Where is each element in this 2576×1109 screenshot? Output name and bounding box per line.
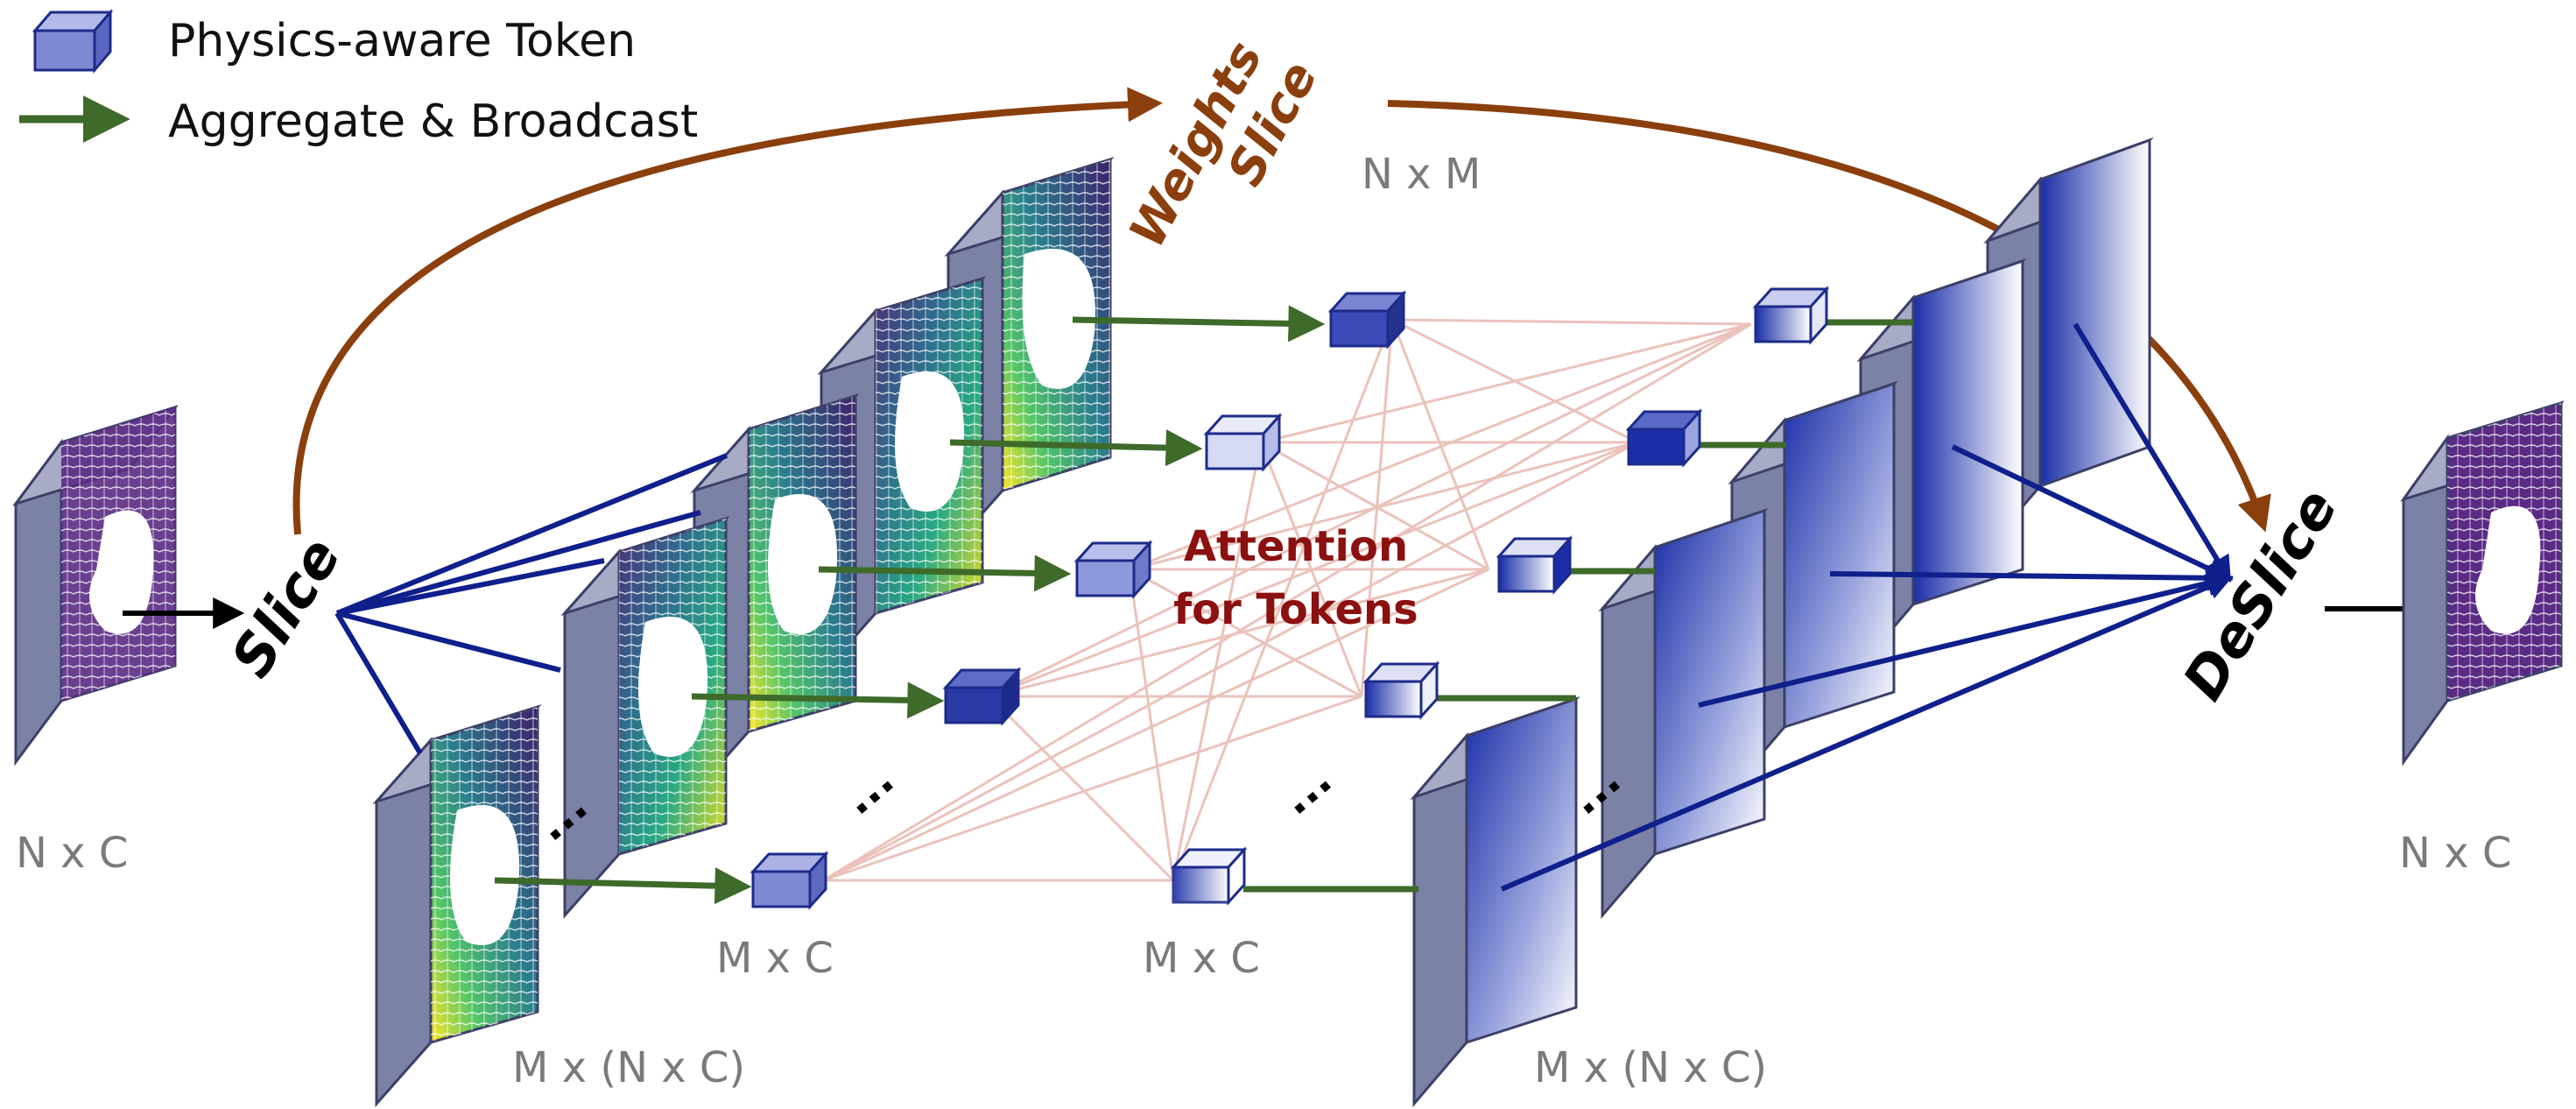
token-cube-icon [1203,413,1283,472]
sliced-slab [560,515,730,919]
slice-weights-label: Slice Weights [1119,32,1329,257]
token-cube-icon [1362,660,1440,720]
weights-dim-label: N x M [1362,150,1481,199]
input-tokens [750,290,1407,910]
attention-label-line1: Attention [1184,522,1408,571]
attention-label-line2: for Tokens [1173,585,1418,634]
output-tokens-ellipsis: ··· [1277,762,1348,833]
legend-arrow-label: Aggregate & Broadcast [168,95,698,148]
sliced-slab [372,703,542,1107]
deslice-field-stack [1410,137,2154,1108]
legend-token-label: Physics-aware Token [168,15,636,67]
input-tokens-ellipsis: ··· [840,762,911,833]
sliced-field-stack [372,156,1115,1107]
legend: Physics-aware Token Aggregate & Broadcas… [19,8,698,148]
token-cube-icon [750,851,829,910]
output-tokens-dim-label: M x C [1143,934,1260,983]
token-cube-icon [1327,290,1407,350]
attention-lines [822,318,1752,882]
token-cube-icon [1496,535,1573,595]
token-cube-icon [1752,286,1830,345]
token-cube-icon [1170,846,1248,906]
input-tokens-dim-label: M x C [716,934,834,983]
sliced-stack-dim-label: M x (N x C) [512,1043,745,1092]
broadcast-lines [1243,319,1913,893]
deslice-stack-dim-label: M x (N x C) [1534,1043,1767,1092]
slice-fanout-lines [334,453,728,755]
token-cube-icon [1073,540,1153,599]
output-dim-label: N x C [2399,829,2511,878]
output-field-slab [2400,400,2565,766]
input-dim-label: N x C [16,829,128,878]
aggregate-arrows [494,305,1326,905]
deslice-converge-lines [1500,322,2234,892]
token-cube-icon [1625,408,1703,468]
token-cube-icon [32,8,114,74]
deslice-slab [1598,507,1769,920]
slice-label: Slice [219,527,354,689]
output-tokens [1170,286,1830,906]
token-cube-icon [942,667,1022,726]
input-field-slab [12,405,179,766]
slice-weights-arc [292,87,2271,535]
deslice-slab [1410,696,1580,1108]
